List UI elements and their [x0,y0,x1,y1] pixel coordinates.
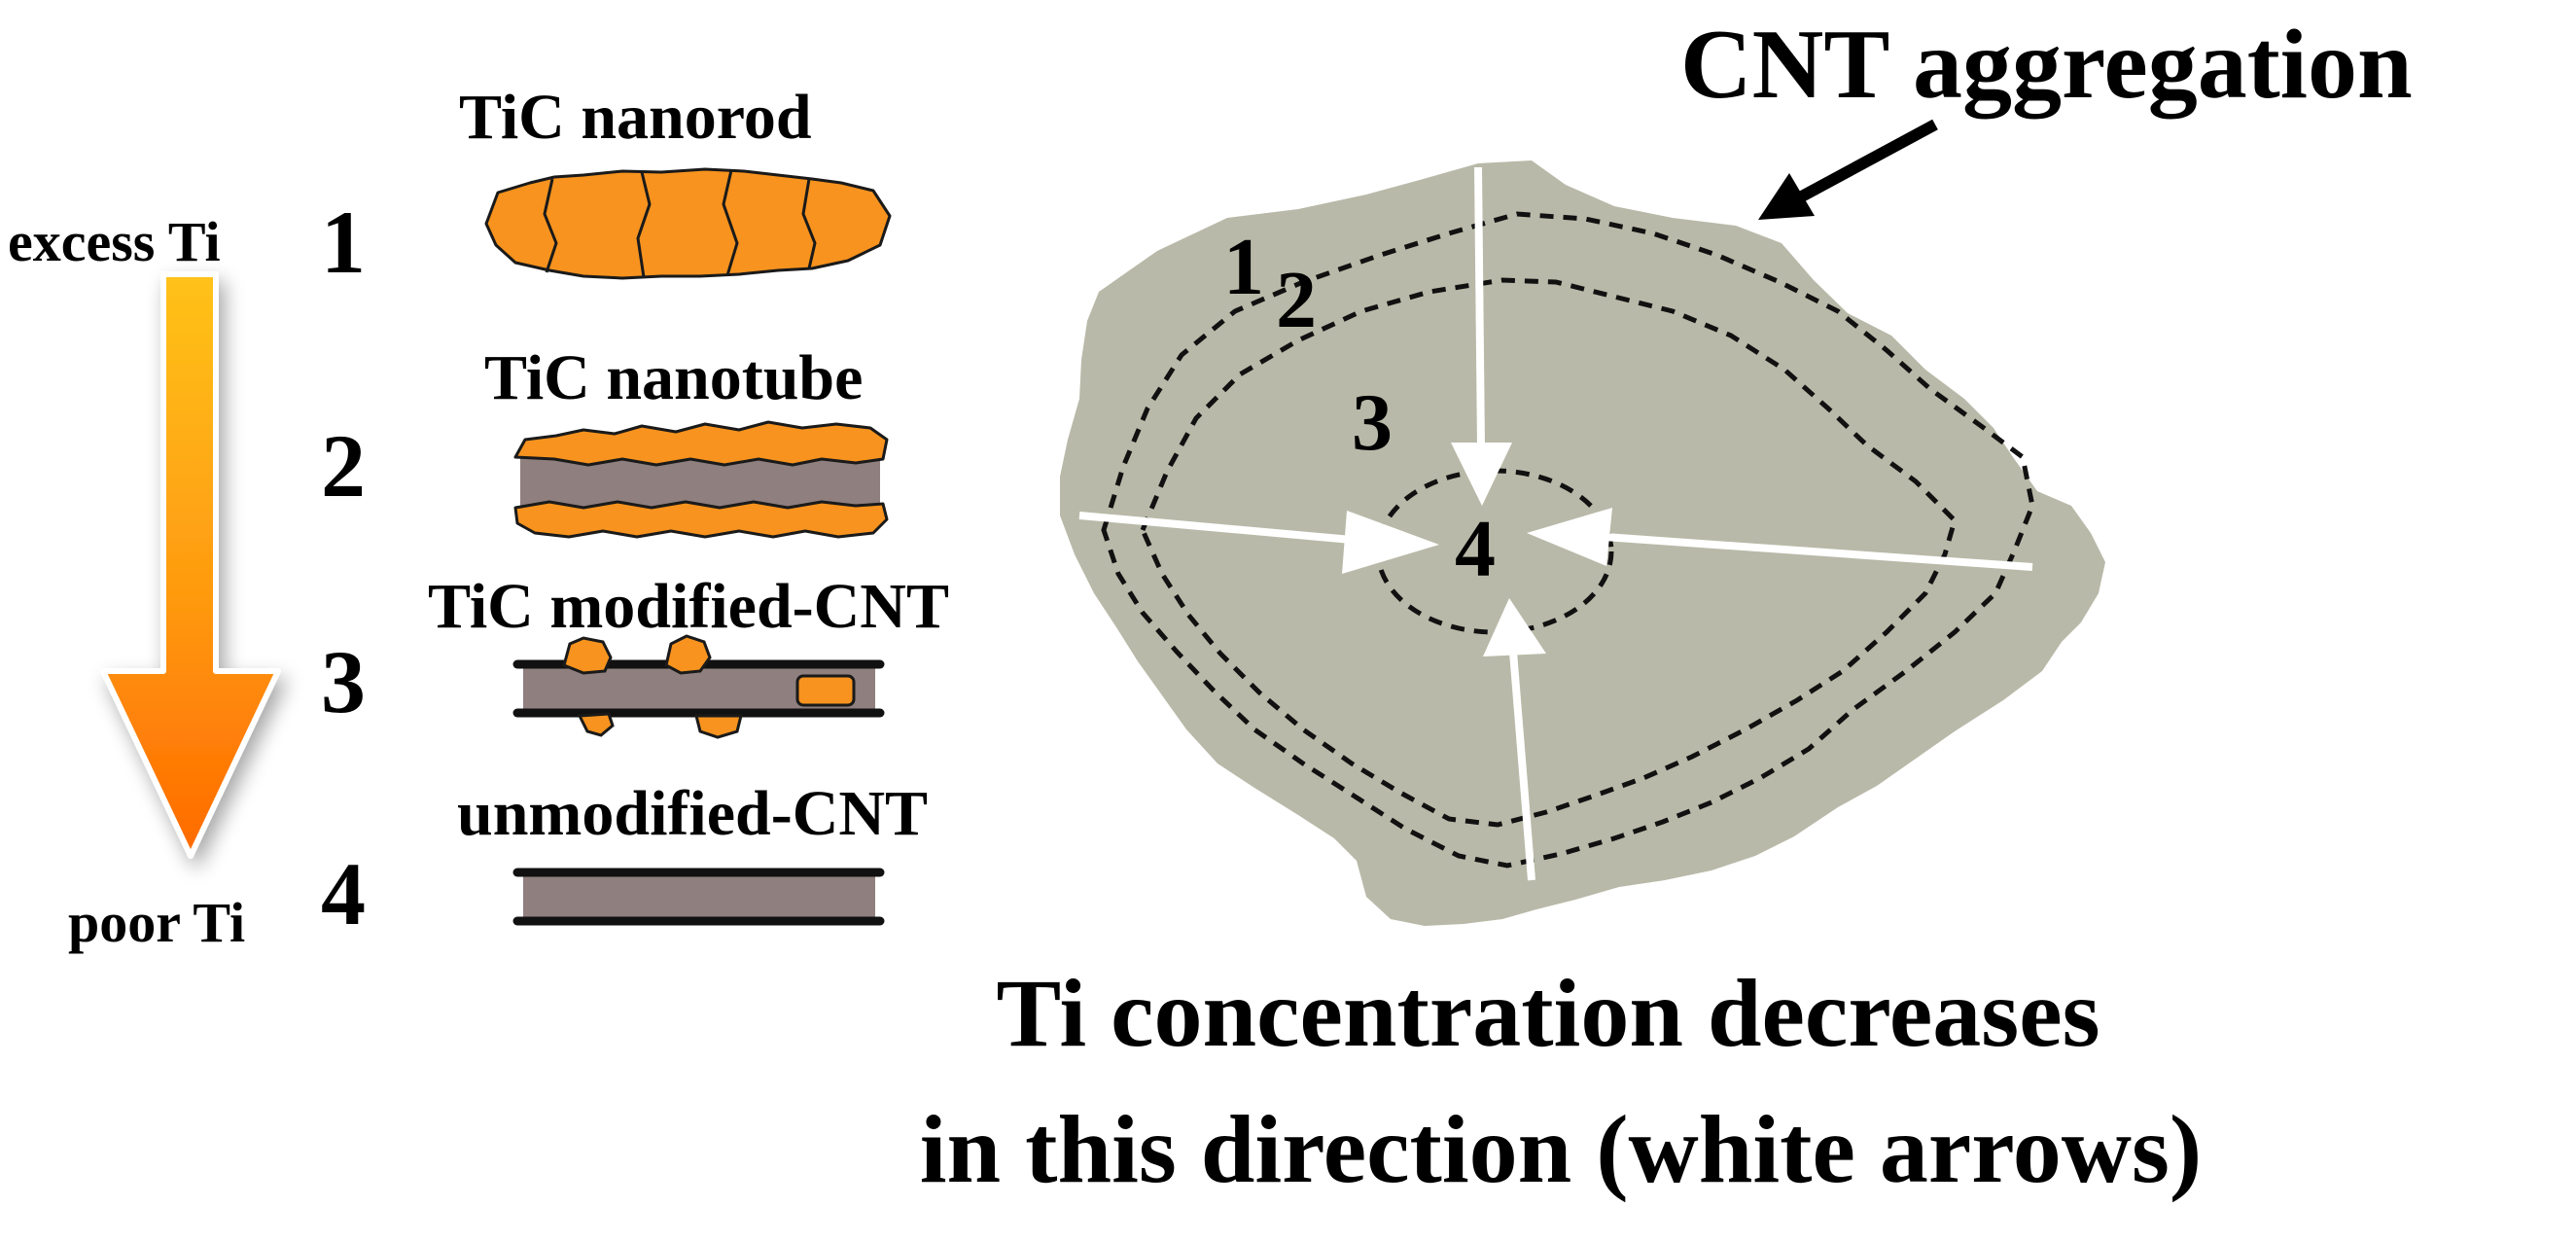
level-4-number: 4 [321,844,366,943]
poor-ti-label: poor Ti [68,891,245,954]
zone-3-number: 3 [1352,377,1393,468]
level-4-label: unmodified-CNT [457,778,928,849]
tic-nanotube-illustration [513,420,889,539]
zone-2-number: 2 [1276,255,1317,345]
level-1-label: TiC nanorod [459,82,812,153]
contour-zone-1 [1101,211,2035,869]
white-arrow-bottom [1483,598,1546,881]
zone-1-number: 1 [1223,222,1264,312]
level-3-number: 3 [321,632,366,731]
excess-ti-label: excess Ti [8,210,221,273]
level-1-number: 1 [321,193,366,292]
level-2-number: 2 [321,416,366,515]
tic-nanorod-illustration [484,167,892,280]
cnt-aggregation-title: CNT aggregation [1680,10,2413,120]
ti-gradient-arrow [100,271,281,859]
unmodified-cnt-illustration [512,868,885,926]
caption-line-2: in this direction (white arrows) [920,1095,2202,1203]
white-arrow-top [1451,166,1512,506]
white-arrow-left [1078,511,1439,574]
white-arrow-right [1527,508,2033,571]
aggregation-pointer-arrow [1758,119,1938,220]
level-3-label: TiC modified-CNT [428,571,949,642]
zone-4-number: 4 [1455,504,1496,594]
caption-line-1: Ti concentration decreases [996,959,2100,1067]
contour-zone-2 [1140,277,1958,828]
ti-decrease-arrows [1078,166,2033,881]
level-2-label: TiC nanotube [484,342,863,413]
tic-modified-cnt-illustration [512,634,885,739]
